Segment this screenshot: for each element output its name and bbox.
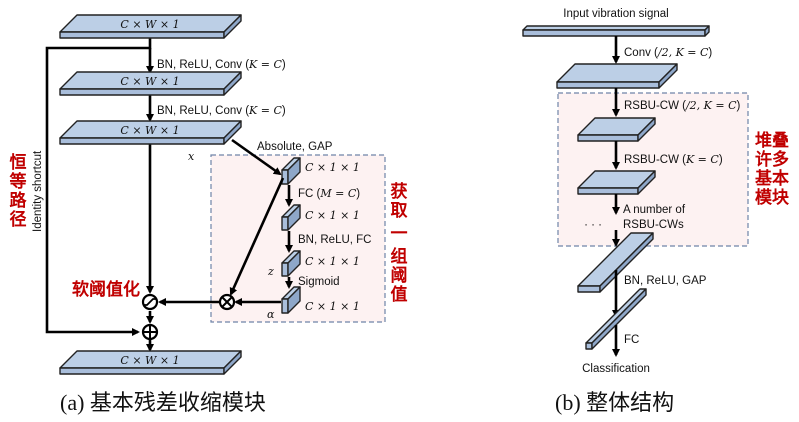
multiply-operator-icon [218, 293, 236, 311]
z-variable-label: z [267, 265, 274, 278]
alpha-vector-block [281, 286, 301, 314]
ellipsis: · · · [584, 219, 602, 231]
caption-a: (a) 基本残差收缩模块 [60, 390, 266, 415]
feature-block-2: C × W × 1 [59, 71, 242, 96]
conv-step-label: Conv (/2, K = C) [624, 46, 712, 59]
bn-relu-gap-label: BN, ReLU, GAP [624, 275, 707, 287]
final-feature-block [577, 232, 654, 293]
identity-shortcut-path [45, 38, 152, 336]
svg-text:许多: 许多 [755, 149, 789, 170]
cn-label-soft-thresholding: 软阈值化 [72, 279, 140, 300]
svg-text:组: 组 [391, 246, 408, 267]
a-number-of-label: A number of [623, 204, 686, 216]
svg-text:值: 值 [391, 284, 408, 305]
svg-text:路: 路 [10, 190, 28, 211]
rsbu2-step-label: RSBU-CW (K = C) [624, 153, 723, 166]
svg-text:模块: 模块 [755, 187, 790, 208]
step-label-conv2: BN, ReLU, Conv (K = C) [157, 104, 286, 117]
fc1-vector-block [281, 204, 301, 231]
svg-text:堆叠: 堆叠 [755, 130, 789, 151]
feature-block-3: C × W × 1 [59, 120, 242, 145]
input-signal-block [522, 25, 710, 37]
conv-output-block [556, 63, 678, 89]
small-block-dimension-label: C × 1 × 1 [305, 300, 360, 313]
arrow-gap-to-multiply [229, 177, 285, 296]
svg-text:径: 径 [10, 209, 27, 230]
input-signal-label: Input vibration signal [563, 8, 668, 20]
x-variable-label: x [188, 150, 195, 163]
cn-label-get-thresholds: 获 取 一 组 阈 值 [391, 181, 408, 305]
soft-threshold-operator-icon [141, 293, 159, 311]
identity-shortcut-label: Identity shortcut [32, 150, 44, 232]
feature-block-input: C × W × 1 [59, 14, 242, 39]
small-block-dimension-label: C × 1 × 1 [305, 255, 360, 268]
add-operator-icon [141, 323, 159, 341]
sigmoid-label: Sigmoid [298, 276, 340, 288]
svg-text:取: 取 [391, 201, 408, 221]
svg-text:获: 获 [391, 181, 408, 202]
block-dimension-label: C × W × 1 [120, 75, 179, 88]
classification-label: Classification [582, 363, 650, 375]
block-dimension-label: C × W × 1 [120, 124, 179, 137]
block-dimension-label: C × W × 1 [120, 18, 179, 31]
alpha-variable-label: α [267, 308, 275, 321]
fc-step-label: FC (M = C) [298, 187, 360, 200]
small-block-dimension-label: C × 1 × 1 [305, 161, 360, 174]
svg-text:等: 等 [10, 171, 27, 192]
svg-text:恒: 恒 [10, 152, 27, 173]
step-label-conv1: BN, ReLU, Conv (K = C) [157, 58, 286, 71]
block-dimension-label: C × W × 1 [120, 354, 179, 367]
rsbu-cws-label: RSBU-CWs [623, 219, 684, 231]
bn-relu-fc-label: BN, ReLU, FC [298, 234, 372, 246]
caption-b: (b) 整体结构 [555, 390, 674, 415]
svg-text:阈: 阈 [391, 265, 408, 286]
svg-text:基本: 基本 [754, 168, 789, 189]
fc-vector-block [585, 288, 647, 350]
cn-label-stack-modules: 堆叠 许多 基本 模块 [754, 130, 790, 208]
arrow-to-gap [231, 138, 282, 176]
gap-vector-block [281, 157, 301, 185]
rsbu2-output-block [577, 170, 656, 195]
fc-label: FC [624, 334, 639, 346]
absolute-gap-label: Absolute, GAP [257, 141, 333, 153]
rsbu1-output-block [577, 117, 656, 142]
rsbu1-step-label: RSBU-CW (/2, K = C) [624, 99, 741, 112]
svg-text:一: 一 [391, 224, 408, 244]
feature-block-output: C × W × 1 [59, 350, 242, 375]
z-vector-block [281, 250, 301, 277]
cn-label-identity-path: 恒 等 路 径 [10, 152, 28, 230]
small-block-dimension-label: C × 1 × 1 [305, 209, 360, 222]
